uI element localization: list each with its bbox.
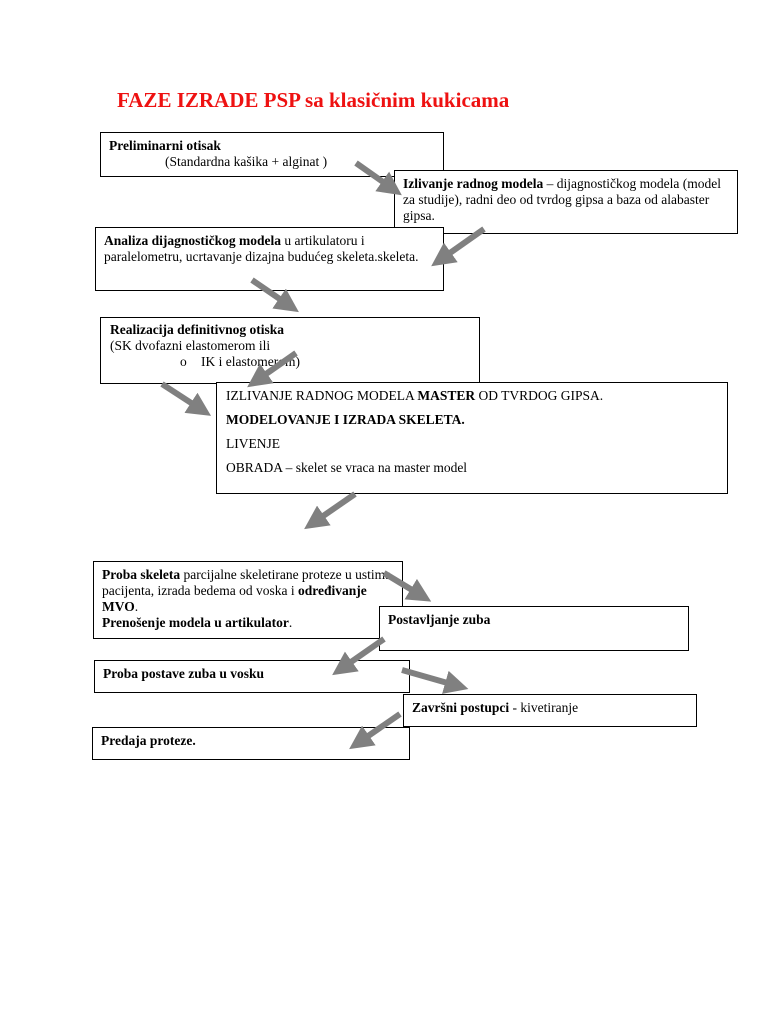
step-delivery: Predaja proteze.	[92, 727, 410, 760]
step-line-master-model: IZLIVANJE RADNOG MODELA MASTER OD TVRDOG…	[226, 388, 604, 403]
step-framework-tryin: Proba skeleta parcijalne skeletirane pro…	[93, 561, 403, 639]
step-heading: Izlivanje radnog modela	[403, 176, 544, 191]
step-diagnostic-model-analysis: Analiza dijagnostičkog modela u artikula…	[95, 227, 444, 291]
step-detail: u artikulatoru i paralelometru, ucrtavan…	[104, 233, 419, 264]
step-heading: Analiza dijagnostičkog modela	[104, 233, 282, 248]
page-title: FAZE IZRADE PSP sa klasičnim kukicama	[117, 88, 510, 112]
step-definitive-impression: Realizacija definitivnog otiska (SK dvof…	[100, 317, 480, 384]
step-line-finishing: OBRADA – skelet se vraca na master model	[226, 460, 468, 475]
step-preliminary-impression: Preliminarni otisak (Standardna kašika +…	[100, 132, 444, 177]
arrow-6	[304, 491, 357, 530]
step-detail: (SK dvofazni elastomerom ili	[110, 338, 271, 353]
step-final-procedures: Završni postupci - kivetiranje	[403, 694, 697, 727]
step-heading: Proba skeleta	[102, 567, 181, 582]
arrow-5	[160, 381, 212, 416]
step-articulator-transfer: Prenošenje modela u artikulator	[102, 615, 289, 630]
step-heading: Realizacija definitivnog otiska	[110, 322, 284, 337]
step-master-model-framework: IZLIVANJE RADNOG MODELA MASTER OD TVRDOG…	[216, 382, 728, 494]
step-line-casting: LIVENJE	[226, 436, 280, 451]
step-mvo: određivanje MVO	[102, 583, 367, 614]
step-detail: (Standardna kašika + alginat )	[165, 154, 328, 169]
step-teeth-setup: Postavljanje zuba	[379, 606, 689, 651]
step-heading: Postavljanje zuba	[388, 612, 491, 627]
step-detail: - kivetiranje	[509, 700, 579, 715]
bullet-circle-icon: o	[180, 354, 187, 369]
step-detail: – dijagnostičkog modela (model za studij…	[403, 176, 721, 223]
step-line-modeling: MODELOVANJE I IZRADA SKELETA.	[226, 412, 465, 427]
step-heading: Predaja proteze.	[101, 733, 196, 748]
step-diagnostic-model-casting: Izlivanje radnog modela – dijagnostičkog…	[394, 170, 738, 234]
step-wax-tryin: Proba postave zuba u vosku	[94, 660, 410, 693]
step-heading: Preliminarni otisak	[109, 138, 221, 153]
step-heading: Proba postave zuba u vosku	[103, 666, 265, 681]
step-heading: Završni postupci	[412, 700, 510, 715]
arrow-9	[401, 667, 469, 694]
